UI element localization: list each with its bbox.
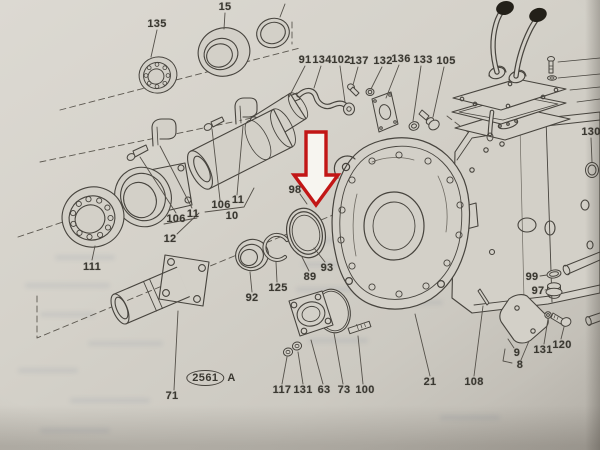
- hold-down-clamps: [151, 97, 258, 147]
- part-number-label: 99: [525, 271, 539, 283]
- shifter-bolt-washer: [547, 56, 600, 103]
- leader-lines: [91, 3, 593, 391]
- part-number-label: 132: [373, 55, 393, 67]
- snap-ring-125: [262, 232, 289, 262]
- part-number-label: 105: [436, 55, 456, 67]
- figure-code-suffix: A: [227, 372, 236, 384]
- part-number-label: 131: [533, 344, 553, 356]
- plug-97-oring-99: [545, 269, 563, 299]
- figure-code: 2561 A: [186, 370, 235, 386]
- part-number-label: 137: [349, 55, 369, 67]
- part-number-label: 120: [552, 339, 572, 351]
- cover-plate-63: [288, 290, 334, 337]
- red-arrow-annotation: [290, 130, 342, 208]
- shifter-assembly: [451, 65, 571, 142]
- bearing-111: [61, 186, 125, 248]
- part-number-label: 108: [464, 376, 484, 388]
- part-number-label: 135: [147, 18, 167, 30]
- clamp-bolts: [126, 116, 225, 161]
- part-number-label: 125: [268, 282, 288, 294]
- part-number-label: 102: [331, 54, 351, 66]
- part-number-label: 93: [320, 262, 334, 274]
- sleeve-cylinders: [186, 92, 309, 190]
- part-number-label: 8: [516, 359, 524, 371]
- part-number-label: 98: [288, 184, 302, 196]
- part-number-label: 21: [423, 376, 437, 388]
- part-number-label: 11: [186, 208, 200, 220]
- part-number-label: 100: [355, 384, 375, 396]
- part-number-label: 136: [391, 53, 411, 65]
- part-number-label: 111: [82, 261, 102, 273]
- part-number-label: 134: [312, 54, 332, 66]
- part-number-label: 133: [413, 54, 433, 66]
- part-number-label: 130: [581, 126, 600, 138]
- washer-131-bolt-120: [544, 311, 572, 327]
- part-number-label: 63: [317, 384, 331, 396]
- part-number-label: 92: [245, 292, 259, 304]
- shift-rods: [562, 251, 600, 326]
- part-number-label: 10: [225, 210, 239, 222]
- bell-housing: [331, 137, 471, 310]
- seal-89-93: [285, 207, 327, 259]
- part-number-label: 12: [163, 233, 177, 245]
- part-number-label: 106: [211, 199, 231, 211]
- gear-levers: [490, 1, 547, 79]
- ring-130: [585, 162, 599, 178]
- lever-knob: [529, 7, 547, 23]
- part-number-label: 89: [303, 271, 317, 283]
- part-number-label: 131: [293, 384, 313, 396]
- part-number-label: 9: [513, 347, 521, 359]
- bearing-retainer-12: [114, 162, 193, 228]
- seal-ring: [256, 17, 290, 49]
- seal-92: [235, 238, 269, 272]
- part-number-label: 73: [337, 384, 351, 396]
- part-number-label: 106: [166, 213, 186, 225]
- part-number-label: 15: [218, 1, 232, 13]
- figure-code-oval: 2561: [186, 370, 225, 386]
- nuts-117-131: [282, 341, 303, 357]
- part-number-label: 117: [272, 384, 292, 396]
- seal-15: [197, 27, 251, 77]
- pin-108: [477, 288, 490, 306]
- part-number-label: 97: [531, 285, 545, 297]
- pin-100: [347, 320, 372, 335]
- bearing-135: [138, 56, 178, 94]
- lever-knob: [496, 1, 514, 15]
- part-number-label: 11: [231, 194, 245, 206]
- cover-9-8: [499, 294, 549, 344]
- part-number-label: 71: [165, 390, 179, 402]
- part-number-label: 91: [298, 54, 312, 66]
- output-tube-71: [110, 254, 210, 325]
